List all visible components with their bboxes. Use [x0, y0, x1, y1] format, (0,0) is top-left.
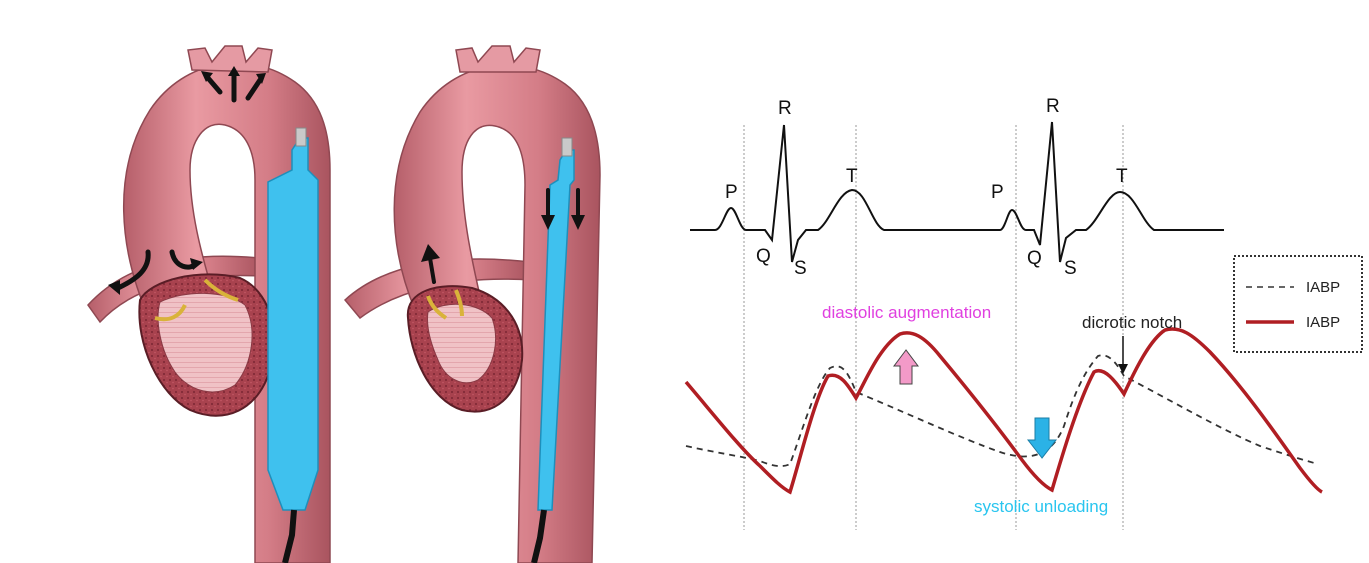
pressure-curve-dashed [686, 355, 1318, 466]
ecg-label-s2: S [1064, 258, 1077, 279]
pressure-curve-solid [686, 329, 1322, 492]
aorta-illustration-systole [345, 46, 600, 563]
arch-branches [188, 46, 272, 72]
ecg-trace [690, 122, 1224, 262]
timing-guides [744, 125, 1123, 530]
legend-label-dashed: IABP [1306, 279, 1340, 296]
ecg-label-t1: T [846, 166, 858, 187]
diastolic-augmentation-label: diastolic augmentation [822, 303, 991, 322]
waveform-panel: P R T Q S P R T Q S diastolic augmentati… [686, 96, 1362, 530]
ecg-label-p2: P [991, 182, 1004, 203]
blue-down-arrow-icon [1028, 418, 1056, 458]
ecg-label-t2: T [1116, 166, 1128, 187]
balloon-catheter-inflated [268, 138, 318, 510]
arch-branches [456, 46, 540, 72]
down-arrow-icon [1118, 364, 1128, 374]
systolic-unloading-label: systolic unloading [974, 497, 1108, 516]
ecg-label-p1: P [725, 182, 738, 203]
pink-up-arrow-icon [894, 350, 918, 384]
ecg-label-s1: S [794, 258, 807, 279]
legend-box [1234, 256, 1362, 352]
catheter-tip [296, 128, 306, 146]
ecg-label-q1: Q [756, 246, 771, 267]
legend: IABP IABP [1234, 256, 1362, 352]
dicrotic-notch-label: dicrotic notch [1082, 313, 1182, 332]
ecg-label-q2: Q [1027, 248, 1042, 269]
aorta-illustration-diastole [88, 46, 330, 563]
catheter-tip [562, 138, 572, 156]
ecg-label-r2: R [1046, 96, 1060, 117]
ecg-label-r1: R [778, 98, 792, 119]
legend-label-solid: IABP [1306, 314, 1340, 331]
